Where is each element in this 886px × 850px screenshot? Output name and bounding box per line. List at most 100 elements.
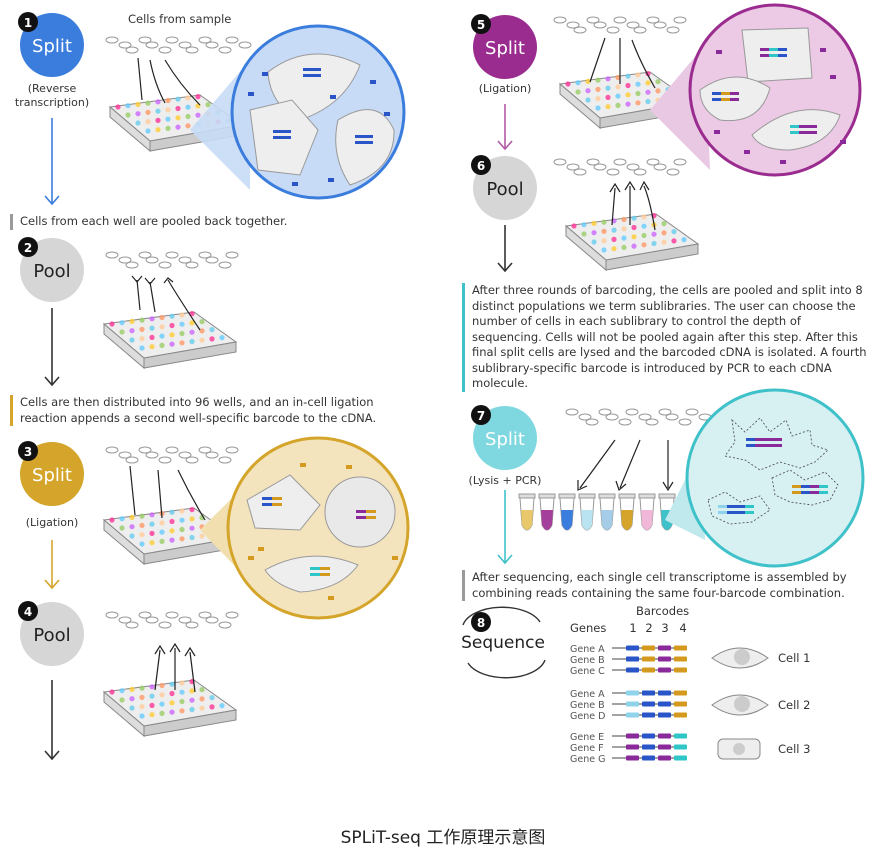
step-1-badge-circle [20, 13, 84, 77]
cell-icon [717, 738, 761, 760]
step-3: Split 3 (Ligation) [18, 441, 84, 590]
gene-label: Gene A [570, 689, 605, 700]
step-3-sub: (Ligation) [26, 516, 79, 529]
cells-row-3 [105, 446, 239, 464]
cell-icon [711, 694, 769, 716]
well-plate-icon [102, 311, 238, 370]
cell-icon [633, 168, 647, 176]
cell-icon [118, 41, 132, 49]
cell-icon [158, 621, 172, 629]
cell-icon [598, 408, 612, 416]
cell-icon [225, 611, 239, 619]
cell-icon [653, 21, 667, 29]
cells-row-4 [105, 611, 239, 629]
gene-label: Gene B [570, 700, 605, 711]
cell-icon [613, 158, 627, 166]
zoom-circle-icon [685, 388, 865, 568]
sequence-cycle-icon [467, 659, 546, 679]
step-8-label: Sequence [461, 633, 545, 653]
cell-icon [553, 16, 567, 24]
cell-icon [593, 163, 607, 171]
genes-header: Genes [570, 621, 606, 635]
step-1: Split 1 (Reverse transcription) [15, 12, 89, 206]
cell-icon [685, 408, 699, 416]
cell-1-label: Cell 1 [778, 651, 810, 665]
gene-label: Gene A [570, 644, 605, 655]
cell-icon [165, 611, 179, 619]
step-5-label: Split [485, 38, 525, 59]
step-4-badge-circle [20, 602, 84, 666]
cell-icon [178, 41, 192, 49]
cells-row-1 [105, 36, 252, 54]
step-7-number: 7 [477, 409, 485, 423]
cell-icon [138, 251, 152, 259]
step-2-number: 2 [24, 241, 32, 255]
cell-icon [198, 611, 212, 619]
cell-icon [586, 158, 600, 166]
cell-icon [205, 451, 219, 459]
cell-icon [145, 451, 159, 459]
cell-icon [673, 158, 687, 166]
step-7-badge-circle [473, 406, 537, 470]
gene-label: Gene E [570, 732, 604, 743]
barcodes-header: Barcodes [636, 604, 689, 618]
cell-icon [185, 46, 199, 54]
cell-icon [658, 408, 672, 416]
cell-3-label: Cell 3 [778, 742, 810, 756]
cell-icon [165, 251, 179, 259]
cell-icon [238, 41, 252, 49]
cell-icon [553, 158, 567, 166]
figure-footer: SPLiT-seq 工作原理示意图 [340, 828, 546, 848]
cell-icon [566, 163, 580, 171]
step-1-number-dot [18, 12, 38, 32]
cells-row-7 [565, 408, 719, 426]
cells-row-5 [553, 16, 687, 34]
cell-icon [218, 621, 232, 629]
cell-icon [125, 46, 139, 54]
pcr-tube-icon [538, 493, 556, 531]
cell-icon [138, 611, 152, 619]
step-5-sub: (Ligation) [479, 82, 532, 95]
step-5-number: 5 [477, 18, 485, 32]
cell-icon [185, 621, 199, 629]
cell-icon [618, 418, 632, 426]
cell-icon [138, 36, 152, 44]
cell-icon [198, 446, 212, 454]
cell-icon [653, 163, 667, 171]
cell-icon [105, 446, 119, 454]
cell-icon [673, 16, 687, 24]
caption-three-rounds: After three rounds of barcoding, the cel… [462, 283, 872, 392]
step-6-number: 6 [477, 159, 485, 173]
step-7: Split 7 (Lysis + PCR) [469, 405, 542, 565]
cell-icon [145, 616, 159, 624]
cell-icon [605, 413, 619, 421]
cell-icon [185, 261, 199, 269]
step-4-label: Pool [33, 625, 70, 646]
well-plate-icon [564, 213, 700, 272]
cells-row-2 [105, 251, 239, 269]
cell-icon [125, 621, 139, 629]
cell-icon [646, 16, 660, 24]
cell-2-label: Cell 2 [778, 698, 810, 712]
gene-label: Gene F [570, 743, 604, 754]
pcr-tube-icon [578, 493, 596, 531]
cell-icon [118, 256, 132, 264]
cell-icon [105, 36, 119, 44]
step-1-number: 1 [24, 16, 32, 30]
step-6: Pool 6 [471, 155, 537, 273]
gene-label: Gene C [570, 666, 605, 677]
well-plate-icon [102, 679, 238, 738]
barcode-num-3: 3 [661, 621, 668, 635]
cell-icon [138, 446, 152, 454]
cell-icon [573, 168, 587, 176]
step-6-badge-circle [473, 156, 537, 220]
cell-icon [585, 418, 599, 426]
cell-icon [665, 413, 679, 421]
cell-icon [678, 418, 692, 426]
cell-icon [158, 456, 172, 464]
cell-icon [646, 158, 660, 166]
cell-icon [606, 168, 620, 176]
cell-icon [178, 451, 192, 459]
step-7-sub: (Lysis + PCR) [469, 474, 542, 487]
step-5-badge-circle [473, 15, 537, 79]
